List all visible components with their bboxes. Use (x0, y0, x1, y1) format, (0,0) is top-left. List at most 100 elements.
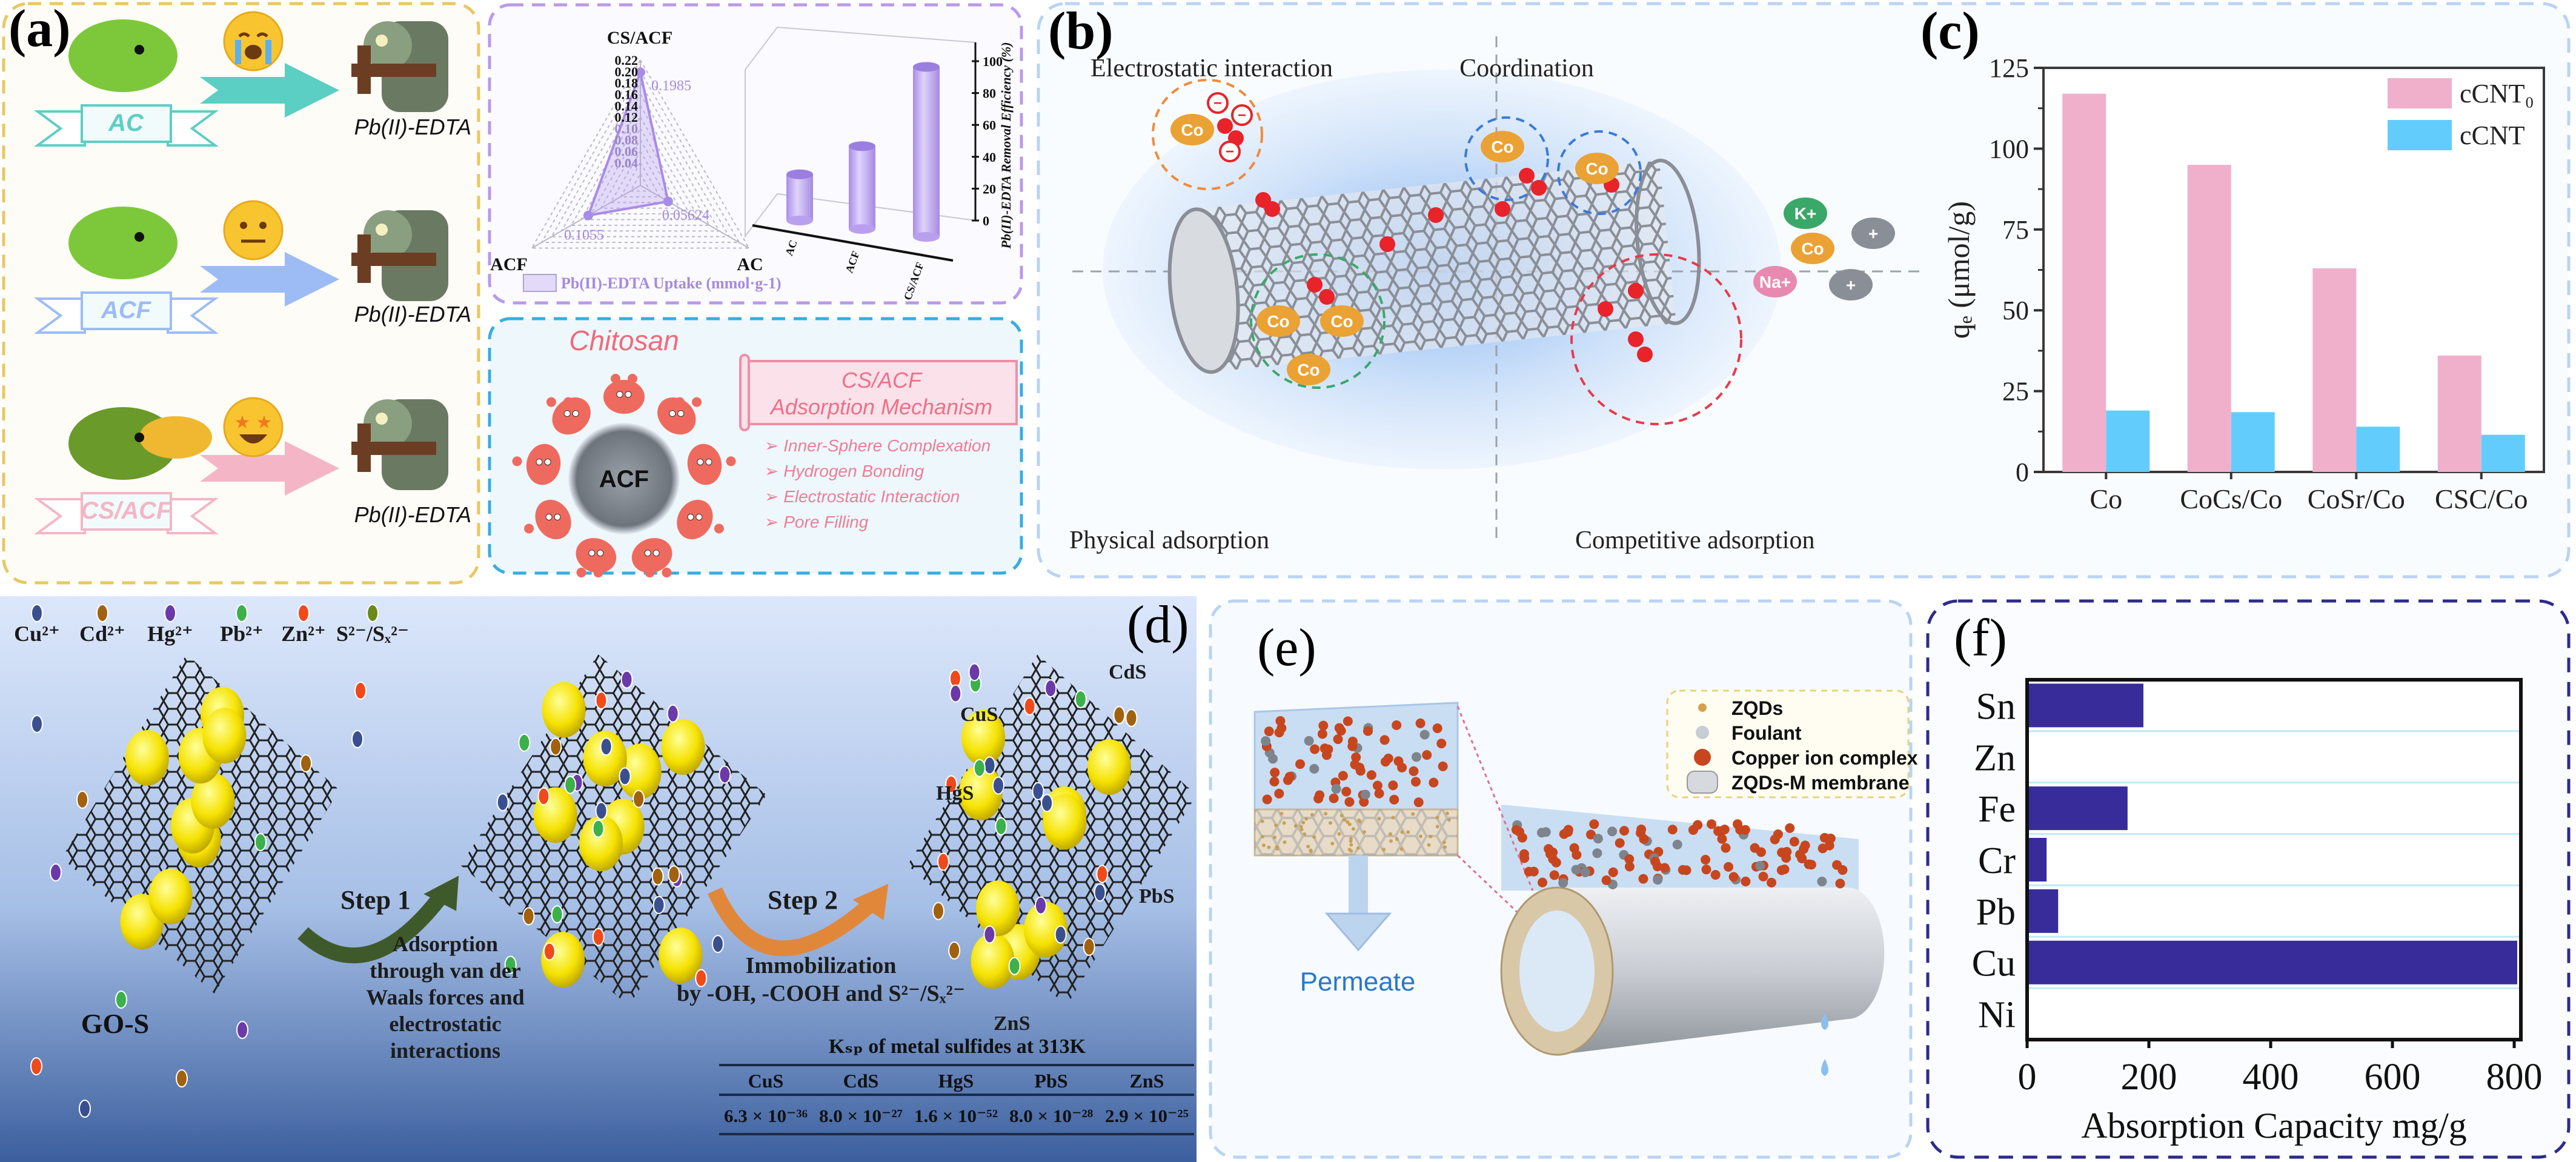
bar3d-tick-label: 0 (983, 213, 989, 228)
legend-label: Copper ion complex (1731, 747, 1918, 769)
legend-box (1666, 689, 1910, 798)
oxygen-atom (1319, 289, 1335, 305)
zqd-particle (1349, 843, 1353, 847)
radar-tick-label: 0.04 (615, 155, 639, 170)
copper-complex-particle (1333, 734, 1343, 745)
zqd-particle (1300, 828, 1304, 832)
step2-arrow (708, 887, 878, 957)
copper-complex-particle (1777, 848, 1787, 858)
potassium-ion (1784, 198, 1827, 229)
crying-face-icon (223, 11, 284, 71)
copper-complex-particle (1511, 825, 1521, 835)
panel-label-c: (c) (1920, 2, 1980, 61)
legend-label: Foulant (1731, 722, 1802, 744)
radar-tick-label: 0.08 (615, 133, 639, 148)
step1-arrowhead (423, 875, 459, 911)
copper-complex-particle (1795, 849, 1805, 860)
radar-tick-label: 0.20 (615, 64, 639, 79)
y-tick-label: 125 (1989, 53, 2029, 83)
copper-complex-particle (1262, 794, 1272, 805)
copper-complex-particle (1688, 825, 1698, 835)
zqd-particle (1435, 815, 1439, 820)
y-axis-label: qₑ (μmol/g) (1942, 201, 1976, 339)
copper-complex-particle (1804, 859, 1814, 869)
mechanism-title-line1: CS/ACF (842, 368, 923, 393)
copper-complex-particle (1548, 854, 1558, 864)
copper-complex-particle (1519, 853, 1530, 863)
metal-ion (543, 942, 556, 961)
zombie-icon (351, 21, 448, 112)
copper-complex-particle (1383, 753, 1393, 763)
metal-ion (945, 775, 958, 794)
copper-complex-particle (1624, 862, 1635, 872)
zqd-particle (1445, 811, 1449, 815)
matchup-row: CS/ACF★★Pb(II)-EDTA (33, 397, 471, 534)
zqd-particle (1260, 819, 1264, 823)
chart-f-frame (2025, 678, 2523, 1041)
copper-complex-particle (1422, 750, 1432, 760)
copper-complex-particle (1270, 768, 1280, 778)
zqd-particle (1312, 835, 1316, 839)
metal-ion (983, 925, 996, 944)
sulfur-particle (579, 815, 623, 872)
oxygen-atom (1217, 118, 1233, 134)
zqd-particle (1299, 825, 1303, 829)
x-tick-label: CoCs/Co (2180, 483, 2282, 514)
metal-ion (1113, 706, 1126, 725)
zqd-particle (1342, 818, 1346, 822)
cobalt-ion (1575, 153, 1619, 184)
bar3d-cylinder-base (913, 232, 940, 242)
sulfur-particle (1087, 739, 1132, 795)
zqd-particle (1346, 820, 1350, 824)
radar-chart: 0.19850.056240.10550.040.060.080.100.120… (490, 28, 782, 292)
sulfur-particle (958, 765, 1003, 821)
foulant-particle (1607, 826, 1618, 837)
zqd-particle (1411, 812, 1415, 816)
radar-point (583, 210, 594, 221)
legend-label: cCNT₀ (2460, 79, 2534, 108)
arrow-icon (200, 252, 339, 307)
bar3d-cylinder-base (786, 216, 813, 225)
foulant-particle (1558, 878, 1569, 888)
svg-text:★: ★ (234, 413, 251, 433)
cobalt-ion-label: Co (1330, 312, 1353, 331)
crab-icon (512, 443, 561, 485)
acf-core-label: ACF (599, 466, 649, 493)
bar-ccnt0 (2062, 93, 2106, 473)
table-cell: 8.0 × 10⁻²⁷ (819, 1106, 903, 1126)
table-header: CdS (843, 1070, 879, 1092)
mechanism-item: ➢ Electrostatic Interaction (765, 487, 960, 506)
copper-complex-particle (1350, 759, 1360, 769)
zqd-particle (1261, 834, 1265, 838)
copper-complex-particle (1388, 780, 1398, 791)
bar3d-cylinder-top (786, 169, 813, 179)
bar3d-cylinder-top (849, 141, 875, 151)
adsorbent-label: ACF (101, 297, 152, 324)
ion-legend: Cu²⁺Cd²⁺Hg²⁺Pb²⁺Zn²⁺S²⁻/Sₓ²⁻ (14, 604, 409, 646)
step2-line1: Immobilization (745, 953, 896, 978)
metal-ion (549, 737, 562, 756)
metal-ion (968, 663, 981, 682)
permeate-label: Permeate (1300, 967, 1416, 997)
copper-complex-particle (1624, 854, 1635, 864)
copper-complex-particle (1392, 720, 1402, 730)
bar3d-cylinder-base (849, 224, 875, 234)
y-tick-label: 50 (2002, 296, 2029, 325)
zqd-particle (1399, 847, 1404, 851)
copper-complex-particle (1341, 786, 1352, 797)
foulant-particle (1304, 735, 1314, 746)
metal-ion (1096, 865, 1109, 883)
go-sheet (908, 654, 1197, 1006)
table-header: HgS (938, 1070, 974, 1092)
legend-swatch (2388, 120, 2452, 150)
sulfur-particle (148, 868, 193, 925)
cobalt-ion (1170, 114, 1214, 145)
zqd-particle (1362, 830, 1366, 834)
bar-ccnt0 (2312, 268, 2357, 472)
cobalt-ion-label: Co (1801, 239, 1824, 258)
radar-value-label: 0.05624 (662, 207, 709, 223)
free-ion (79, 1100, 91, 1118)
